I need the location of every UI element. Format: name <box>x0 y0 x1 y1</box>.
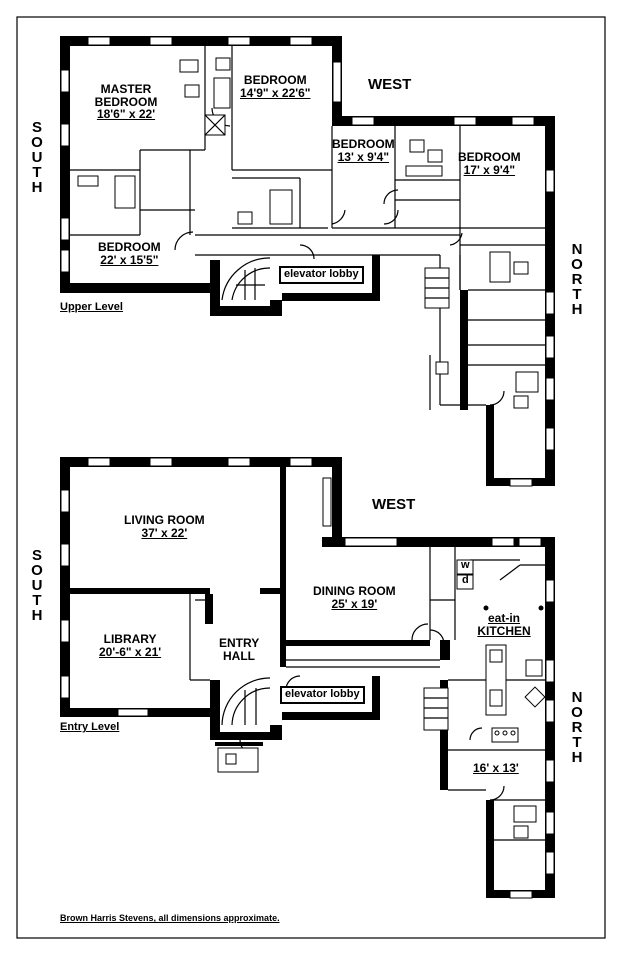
room-name: ENTRY HALL <box>219 636 260 663</box>
west-direction-upper: WEST <box>368 76 412 93</box>
room-bedroom-3: BEDROOM 13' x 9'4" <box>332 138 395 163</box>
south-direction-entry: SOUTH <box>31 547 43 624</box>
room-name: LIBRARY <box>103 632 157 646</box>
room-eat-in-kitchen: eat-in KITCHEN <box>474 612 534 637</box>
north-direction-entry: NORTH <box>571 689 583 766</box>
room-16x13: 16' x 13' <box>473 762 519 775</box>
room-living-room: LIVING ROOM 37' x 22' <box>124 514 205 539</box>
room-name: DINING ROOM <box>313 584 396 598</box>
upper-level-label: Upper Level <box>60 301 123 313</box>
room-name: LIVING ROOM <box>124 513 205 527</box>
room-name: BEDROOM <box>458 150 521 164</box>
room-dim: 16' x 13' <box>473 761 519 775</box>
room-dining-room: DINING ROOM 25' x 19' <box>313 585 396 610</box>
entry-level-plan <box>60 457 555 899</box>
room-dim: 22' x 15'5" <box>100 252 159 267</box>
dryer-label: d <box>462 574 469 586</box>
north-direction-upper: NORTH <box>571 241 583 318</box>
south-direction-upper: SOUTH <box>31 119 43 196</box>
entry-level-label: Entry Level <box>60 721 120 733</box>
room-dim: 37' x 22' <box>141 525 188 540</box>
room-bedroom-2: BEDROOM 14'9" x 22'6" <box>240 74 310 99</box>
washer-label: w <box>461 559 470 571</box>
room-name: BEDROOM <box>243 73 307 87</box>
elevator-lobby-entry: elevator lobby <box>280 686 365 704</box>
room-dim: 18'6" x 22' <box>96 107 156 122</box>
room-bedroom-5: BEDROOM 22' x 15'5" <box>98 241 161 266</box>
room-dim: 25' x 19' <box>331 596 378 611</box>
room-name: eat-in KITCHEN <box>477 611 531 638</box>
room-dim: 20'-6" x 21' <box>99 644 162 659</box>
room-name: MASTER BEDROOM <box>94 82 158 109</box>
upper-level-plan <box>60 36 555 487</box>
room-master-bedroom: MASTER BEDROOM 18'6" x 22' <box>86 83 166 121</box>
room-bedroom-4: BEDROOM 17' x 9'4" <box>458 151 521 176</box>
room-library: LIBRARY 20'-6" x 21' <box>99 633 161 658</box>
credit-note: Brown Harris Stevens, all dimensions app… <box>60 913 280 923</box>
room-dim: 14'9" x 22'6" <box>240 85 311 100</box>
elevator-lobby-upper: elevator lobby <box>279 266 364 284</box>
room-name: BEDROOM <box>332 137 395 151</box>
room-dim: 13' x 9'4" <box>337 149 390 164</box>
west-direction-entry: WEST <box>372 496 416 513</box>
page-frame <box>16 16 606 939</box>
room-dim: 17' x 9'4" <box>463 162 516 177</box>
room-entry-hall: ENTRY HALL <box>219 637 259 662</box>
room-name: BEDROOM <box>98 240 161 254</box>
